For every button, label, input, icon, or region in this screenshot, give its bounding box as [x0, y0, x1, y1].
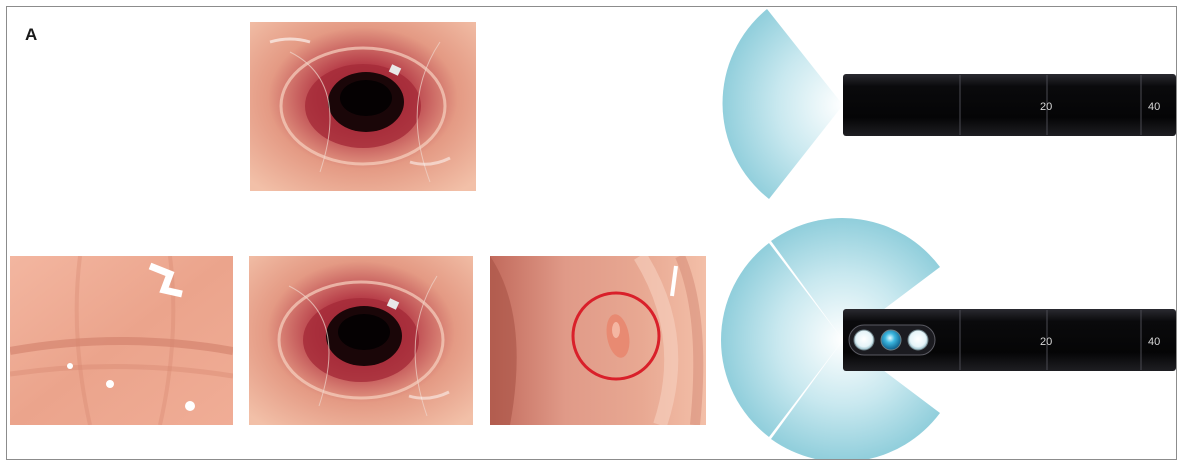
lens-icon: [881, 330, 901, 350]
endoscope-body-top: [843, 74, 1176, 136]
scale-tick-20-top: 20: [1040, 101, 1052, 113]
figure-frame: A B: [6, 6, 1177, 460]
endoscope-illustrations: 20 40 20 40: [7, 7, 1176, 459]
scale-tick-20-bottom: 20: [1040, 336, 1052, 348]
light-icon: [908, 330, 928, 350]
endoscope-full-spectrum-view: 20 40: [721, 218, 1176, 459]
light-icon: [854, 330, 874, 350]
scale-tick-40-top: 40: [1148, 101, 1160, 113]
scale-tick-40-bottom: 40: [1148, 336, 1160, 348]
forward-field-of-view: [723, 9, 843, 199]
endoscope-forward-view-only: 20 40: [723, 9, 1176, 199]
